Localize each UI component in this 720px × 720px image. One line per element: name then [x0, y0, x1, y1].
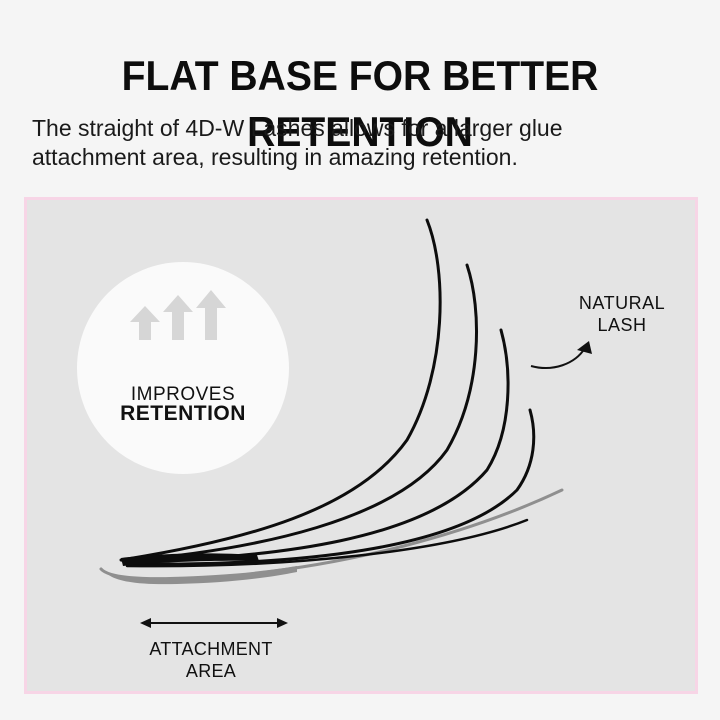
curved-arrow-icon — [530, 347, 586, 369]
description-line-2: attachment area, resulting in amazing re… — [32, 144, 518, 170]
natural-lash-base — [101, 566, 297, 585]
attachment-arrow-right-head-icon — [277, 618, 288, 628]
attachment-area-label: ATTACHMENT AREA — [127, 638, 295, 682]
attachment-arrow-left-head-icon — [140, 618, 151, 628]
w-lash-fan — [119, 218, 536, 568]
attachment-area-label-line-2: AREA — [185, 661, 237, 681]
up-arrows-icon — [130, 290, 226, 340]
badge-label-retention: RETENTION — [120, 402, 246, 425]
lash-glue-base — [121, 553, 259, 566]
natural-lash-label-line-1: NATURAL — [578, 293, 666, 313]
lash-strand-4 — [125, 408, 536, 566]
natural-lash-label-line-2: LASH — [597, 315, 647, 335]
natural-lash-label: NATURAL LASH — [557, 292, 687, 336]
lash-illustration — [99, 218, 592, 628]
up-arrow-large-icon — [196, 290, 226, 340]
lash-strand-2 — [121, 263, 479, 563]
description: The straight of 4D-W Lashes allows for a… — [32, 114, 692, 172]
illustration-panel: IMPROVES RETENTION NATURAL LASH ATTACHME… — [24, 197, 698, 694]
retention-badge — [77, 262, 289, 474]
description-line-1: The straight of 4D-W Lashes allows for a… — [32, 115, 563, 141]
headline: FLAT BASE FOR BETTER RETENTION — [121, 52, 599, 155]
lash-strand-1 — [119, 218, 442, 562]
curved-arrow-head-icon — [577, 341, 592, 354]
lash-strand-5 — [125, 518, 529, 568]
badge-label-improves: IMPROVES — [130, 384, 236, 405]
attachment-area-label-line-1: ATTACHMENT — [149, 639, 273, 659]
up-arrow-small-icon — [130, 306, 160, 340]
up-arrow-medium-icon — [163, 295, 193, 340]
